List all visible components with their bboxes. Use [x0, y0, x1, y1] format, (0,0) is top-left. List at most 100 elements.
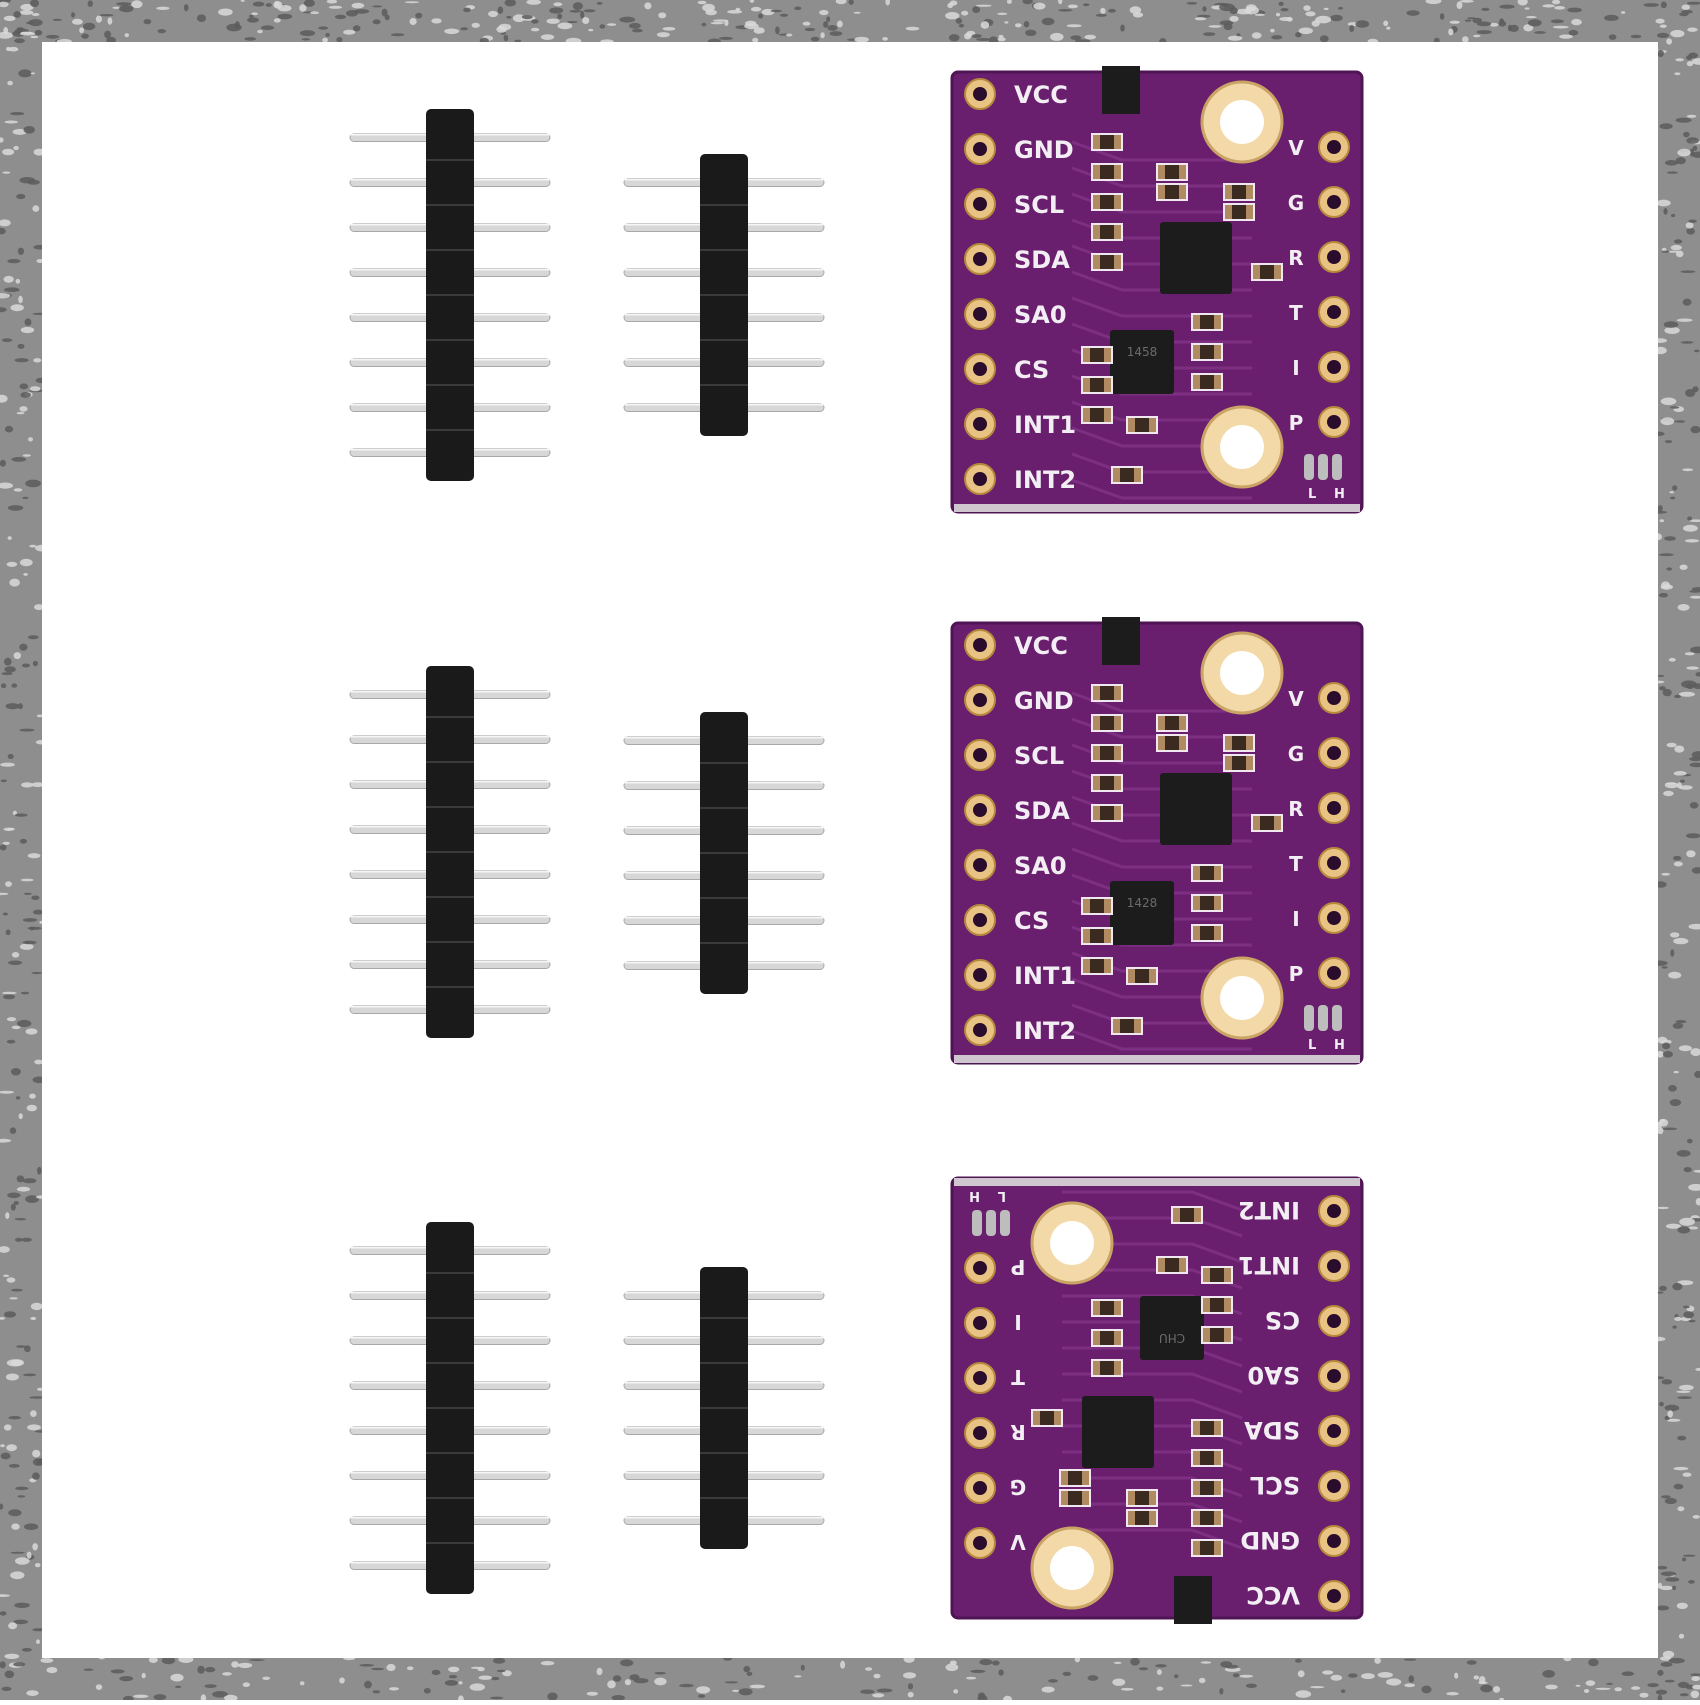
frame-texture-speck — [1640, 1693, 1649, 1698]
pcb-edge — [954, 1178, 1360, 1186]
frame-texture-speck — [1465, 20, 1472, 22]
frame-texture-speck — [758, 13, 763, 18]
frame-texture-speck — [1139, 1667, 1148, 1670]
frame-texture-speck — [1, 780, 7, 783]
frame-texture-speck — [28, 635, 39, 639]
frame-texture-speck — [19, 644, 27, 651]
frame-texture-speck — [860, 1690, 874, 1694]
frame-texture-speck — [1681, 341, 1694, 344]
frame-texture-speck — [7, 259, 20, 263]
frame-texture-speck — [3, 1275, 9, 1277]
smd-component-body — [1210, 1268, 1224, 1282]
frame-texture-speck — [504, 35, 509, 42]
frame-texture-speck — [13, 146, 19, 150]
frame-texture-speck — [780, 14, 788, 17]
frame-texture-speck — [837, 21, 843, 28]
frame-texture-speck — [11, 683, 17, 687]
frame-texture-speck — [24, 1523, 38, 1530]
frame-texture-speck — [4, 1424, 12, 1430]
pin-hole — [1327, 1479, 1341, 1493]
frame-texture-speck — [775, 26, 780, 34]
frame-texture-speck — [1559, 35, 1573, 39]
frame-texture-speck — [1310, 1686, 1324, 1688]
silkscreen-label: R — [1010, 1420, 1025, 1444]
frame-texture-speck — [34, 1060, 43, 1065]
frame-texture-speck — [1024, 21, 1029, 27]
frame-texture-speck — [6, 1374, 19, 1381]
frame-texture-speck — [1680, 565, 1688, 570]
frame-texture-speck — [1686, 228, 1695, 235]
smd-component-body — [1200, 1481, 1214, 1495]
frame-texture-speck — [253, 2, 265, 7]
frame-texture-speck — [25, 318, 32, 325]
silkscreen-label: CS — [1014, 907, 1049, 935]
frame-texture-speck — [1675, 58, 1684, 61]
frame-texture-speck — [1676, 1391, 1690, 1393]
frame-texture-speck — [1670, 30, 1684, 37]
frame-texture-speck — [1050, 33, 1064, 41]
frame-texture-speck — [1448, 28, 1453, 35]
frame-texture-speck — [17, 412, 25, 414]
smd-component-body — [1200, 1451, 1214, 1465]
frame-texture-speck — [20, 383, 29, 389]
frame-texture-speck — [22, 497, 28, 499]
frame-texture-speck — [597, 2, 603, 5]
frame-texture-speck — [1509, 25, 1519, 32]
frame-texture-speck — [1, 1453, 11, 1460]
frame-texture-speck — [4, 16, 16, 21]
frame-texture-speck — [32, 1450, 40, 1458]
frame-texture-speck — [1679, 1385, 1694, 1391]
frame-texture-speck — [1526, 16, 1537, 18]
smd-component-body — [1200, 375, 1214, 389]
frame-texture-speck — [1322, 1670, 1333, 1674]
frame-texture-speck — [99, 14, 113, 16]
frame-texture-speck — [752, 38, 758, 43]
frame-texture-speck — [28, 437, 33, 441]
frame-texture-speck — [10, 112, 24, 115]
frame-texture-speck — [1666, 38, 1672, 44]
frame-texture-speck — [386, 1664, 395, 1671]
frame-texture-speck — [949, 34, 960, 41]
frame-texture-speck — [352, 3, 365, 9]
frame-texture-speck — [7, 1017, 16, 1021]
silkscreen-label: SA0 — [1247, 1361, 1300, 1389]
frame-texture-speck — [444, 29, 459, 35]
frame-texture-speck — [1338, 7, 1343, 10]
frame-texture-speck — [743, 1666, 750, 1672]
frame-texture-speck — [3, 994, 15, 999]
frame-texture-speck — [1686, 222, 1694, 228]
frame-texture-speck — [9, 579, 20, 587]
frame-texture-speck — [9, 1416, 21, 1419]
frame-texture-speck — [32, 1472, 40, 1479]
frame-texture-speck — [405, 1, 419, 3]
frame-texture-speck — [786, 34, 792, 37]
frame-texture-speck — [7, 562, 18, 567]
smd-component-body — [1090, 378, 1104, 392]
smd-component-body — [1200, 1541, 1214, 1555]
frame-texture-speck — [1660, 123, 1673, 129]
frame-texture-speck — [37, 1167, 42, 1175]
frame-texture-speck — [1181, 1685, 1193, 1687]
pin-hole — [973, 748, 987, 762]
silkscreen-label: INT2 — [1238, 1196, 1300, 1224]
silkscreen-label: P — [1011, 1255, 1026, 1279]
frame-texture-speck — [33, 358, 41, 362]
frame-texture-speck — [1657, 33, 1669, 38]
frame-texture-speck — [1675, 1020, 1686, 1023]
frame-texture-speck — [1015, 23, 1022, 27]
frame-texture-speck — [1669, 658, 1676, 662]
frame-texture-speck — [158, 29, 166, 33]
frame-texture-speck — [20, 10, 33, 15]
frame-texture-speck — [1606, 1683, 1613, 1685]
frame-texture-speck — [26, 22, 33, 25]
frame-texture-speck — [1233, 1673, 1240, 1677]
frame-texture-speck — [1678, 1682, 1689, 1688]
frame-texture-speck — [71, 12, 75, 18]
frame-texture-speck — [1299, 28, 1313, 35]
frame-texture-speck — [133, 1695, 148, 1698]
frame-texture-speck — [170, 1674, 183, 1682]
frame-texture-speck — [1686, 666, 1698, 669]
frame-texture-speck — [13, 1662, 25, 1666]
frame-texture-speck — [27, 180, 39, 185]
frame-texture-speck — [1404, 1683, 1415, 1687]
